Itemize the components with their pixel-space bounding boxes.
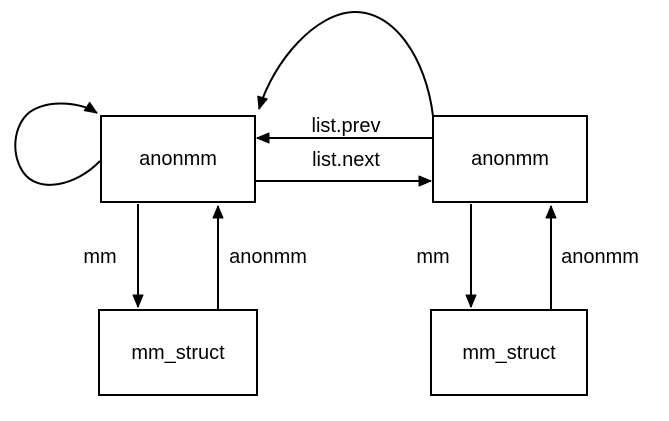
- self-loop-arrow: [14, 101, 101, 186]
- list-prev-label: list.prev: [309, 115, 383, 137]
- list-next-label: list.next: [310, 149, 382, 171]
- anonmm-box-left-label: anonmm: [139, 148, 217, 170]
- top-arc-arrow: [257, 10, 434, 117]
- anonmm-up-left-label: anonmm: [227, 246, 309, 268]
- mm-struct-box-left: mm_struct: [98, 309, 258, 396]
- mm-left-label: mm: [81, 246, 119, 268]
- mm-right-label: mm: [414, 246, 452, 268]
- mm-struct-box-right: mm_struct: [430, 309, 588, 396]
- mm-struct-box-right-label: mm_struct: [462, 341, 556, 364]
- anonmm-up-right-label: anonmm: [559, 246, 641, 268]
- mm-struct-box-left-label: mm_struct: [131, 341, 225, 364]
- anonmm-box-left: anonmm: [100, 115, 256, 203]
- anonmm-box-right: anonmm: [432, 115, 588, 203]
- anonmm-box-right-label: anonmm: [471, 148, 549, 170]
